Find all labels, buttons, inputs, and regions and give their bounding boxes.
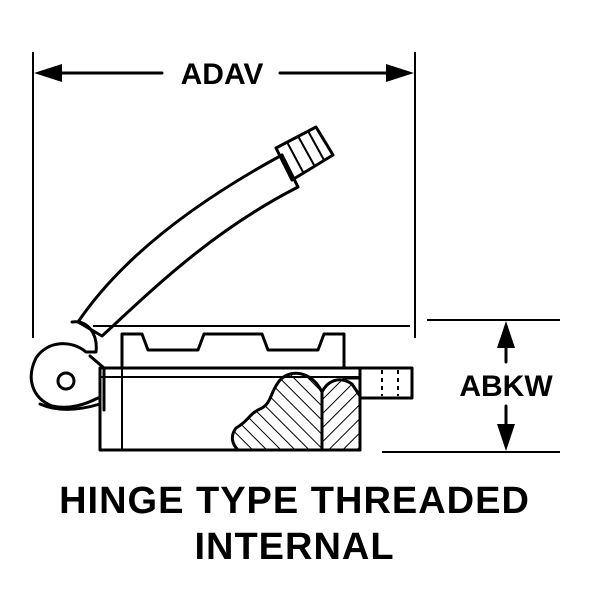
lever-grip bbox=[274, 125, 335, 182]
hinge bbox=[29, 320, 106, 412]
width-arrowhead-right bbox=[386, 64, 414, 82]
threaded-section bbox=[230, 371, 362, 452]
cap-body bbox=[120, 332, 346, 370]
width-arrowhead-left bbox=[34, 64, 62, 82]
height-arrowhead-top bbox=[497, 321, 515, 348]
hinge-knuckle bbox=[29, 320, 100, 409]
width-dimension-label: ADAV bbox=[181, 58, 264, 91]
grip-ring-1 bbox=[286, 141, 304, 173]
grip-ring-3 bbox=[307, 130, 325, 161]
caption-line-2: INTERNAL bbox=[194, 526, 395, 568]
section-hatch-right bbox=[320, 378, 362, 452]
section-hatch-left bbox=[230, 371, 324, 452]
caption-line-1: HINGE TYPE THREADED bbox=[59, 480, 530, 522]
width-dimension: ADAV bbox=[32, 52, 416, 338]
height-arrowhead-bottom bbox=[497, 424, 515, 451]
hinge-lower-edge bbox=[38, 402, 102, 411]
height-dimension: ABKW bbox=[382, 319, 560, 453]
lever-arm bbox=[76, 153, 300, 338]
lever-handle bbox=[76, 125, 410, 338]
stud-body bbox=[358, 366, 414, 400]
hinge-pin bbox=[56, 371, 76, 391]
height-dimension-label: ABKW bbox=[459, 370, 553, 403]
grip-ring-2 bbox=[297, 135, 315, 166]
threaded-stud bbox=[342, 366, 414, 400]
